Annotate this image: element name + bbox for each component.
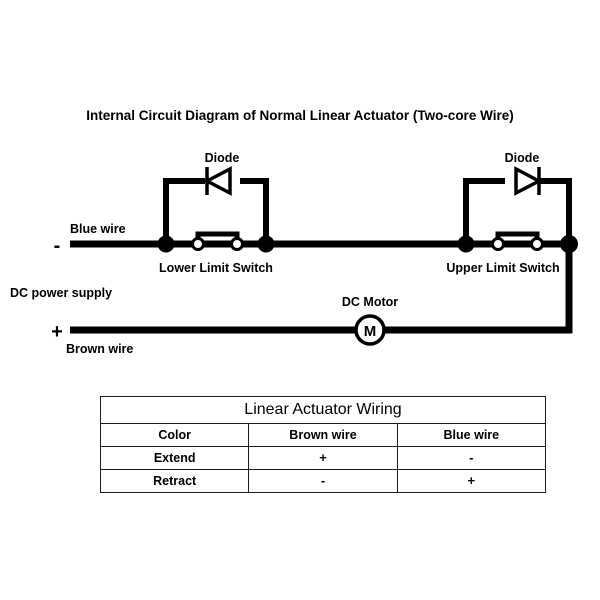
upper-switch-junction-right: [560, 235, 578, 253]
diagram-title: Internal Circuit Diagram of Normal Linea…: [86, 108, 513, 123]
dc-motor-icon: [354, 314, 386, 346]
lower-diode-loop-right: [240, 178, 269, 244]
upper-diode-loop-right: [540, 178, 572, 244]
column-header-color: Color: [99, 423, 250, 447]
retract-blue-value: +: [396, 469, 547, 493]
upper-diode-loop-left: [463, 178, 505, 244]
upper-diode-label: Diode: [505, 151, 540, 165]
lower-switch-contact-left: [191, 237, 205, 251]
table-caption: Linear Actuator Wiring: [100, 396, 546, 424]
lower-switch-junction-left: [157, 235, 175, 253]
table-header-row: Color Brown wire Blue wire: [99, 423, 547, 447]
lower-switch-contact-right: [230, 237, 244, 251]
column-header-brown-wire: Brown wire: [248, 423, 398, 447]
table-row: Retract - +: [99, 469, 547, 493]
column-header-blue-wire: Blue wire: [396, 423, 547, 447]
brown-wire-label: Brown wire: [66, 342, 133, 356]
upper-diode-triangle: [514, 166, 543, 196]
extend-brown-value: +: [248, 446, 398, 470]
lower-diode-label: Diode: [205, 151, 240, 165]
upper-switch-contact-right: [530, 237, 544, 251]
negative-terminal-sign: -: [54, 235, 61, 257]
lower-diode-loop-left: [163, 178, 205, 244]
row-label-extend: Extend: [99, 446, 250, 470]
dc-motor-label: DC Motor: [342, 295, 398, 309]
lower-limit-switch-label: Lower Limit Switch: [159, 261, 273, 275]
upper-switch-contact-left: [491, 237, 505, 251]
lower-diode-triangle: [203, 166, 232, 196]
positive-terminal-sign: +: [51, 321, 63, 343]
extend-blue-value: -: [396, 446, 547, 470]
retract-brown-value: -: [248, 469, 398, 493]
blue-wire-label: Blue wire: [70, 222, 126, 236]
table-row: Extend + -: [99, 446, 547, 470]
upper-switch-junction-left: [457, 235, 475, 253]
dc-motor-symbol: M: [364, 323, 377, 340]
table-caption-row: Linear Actuator Wiring: [100, 396, 546, 424]
lower-switch-junction-right: [257, 235, 275, 253]
upper-limit-switch-label: Upper Limit Switch: [446, 261, 559, 275]
dc-power-supply-label: DC power supply: [10, 286, 112, 300]
linear-actuator-wiring-table: Linear Actuator Wiring Color Brown wire …: [99, 396, 547, 493]
row-label-retract: Retract: [99, 469, 250, 493]
